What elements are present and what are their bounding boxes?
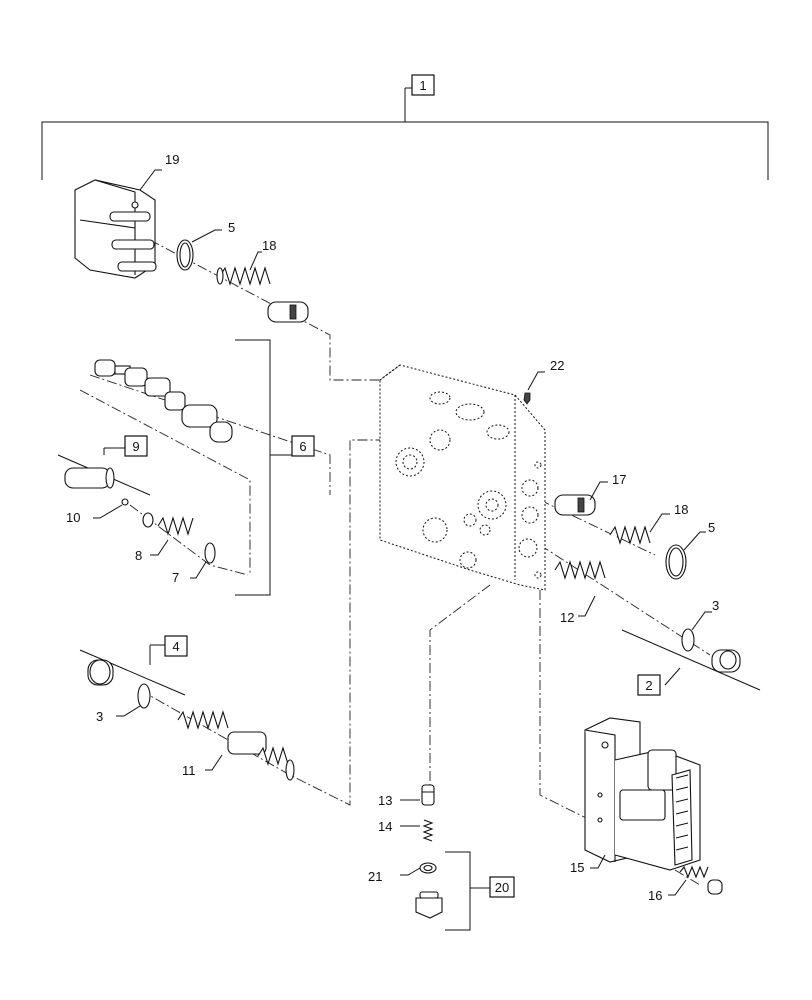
callout-2: 2	[645, 678, 652, 693]
callout-3b: 3	[712, 598, 719, 613]
part-12-spring	[554, 560, 606, 580]
part-6-spool	[94, 359, 233, 443]
callout-group-21: 21	[368, 867, 421, 884]
callout-21: 21	[368, 869, 382, 884]
callout-3a: 3	[96, 709, 103, 724]
part-21-washer	[419, 862, 437, 874]
callout-group-16: 16	[648, 879, 687, 903]
bracket-20: 20	[445, 851, 515, 931]
part-18-spring-right	[609, 525, 651, 545]
bracket-4: 4	[79, 635, 188, 696]
part-18-spring-upper	[216, 266, 271, 286]
part-14-spring	[422, 819, 434, 842]
callout-12: 12	[560, 610, 574, 625]
callout-16: 16	[648, 888, 662, 903]
part-15-solenoid-block	[584, 717, 701, 871]
callout-22: 22	[550, 358, 564, 373]
part-5-oring-upper	[176, 239, 194, 271]
callout-group-7: 7	[172, 561, 207, 585]
part-17-seat	[554, 494, 596, 516]
callout-group-3b: 3	[691, 598, 719, 631]
callout-1: 1	[419, 78, 426, 93]
callout-7: 7	[172, 570, 179, 585]
callout-group-5b: 5	[683, 520, 715, 551]
callout-13: 13	[378, 793, 392, 808]
part-3-oring-right	[681, 628, 695, 652]
bracket-2: 2	[621, 629, 761, 696]
callout-6: 6	[299, 439, 306, 454]
callout-group-13: 13	[378, 793, 420, 808]
part-2-plug	[711, 649, 741, 673]
part-8-spring	[142, 512, 194, 536]
callout-15: 15	[570, 860, 584, 875]
callout-group-17: 17	[589, 472, 626, 501]
part-20-plug	[415, 891, 443, 919]
callout-18b: 18	[674, 502, 688, 517]
callout-5b: 5	[708, 520, 715, 535]
callout-19: 19	[165, 152, 179, 167]
callout-18a: 18	[262, 238, 276, 253]
callout-group-19: 19	[139, 152, 179, 191]
spring-seat-upper	[267, 301, 309, 323]
callout-group-11: 11	[182, 754, 223, 778]
callout-4: 4	[172, 639, 179, 654]
callout-group-8: 8	[135, 539, 169, 563]
callout-group-15: 15	[570, 854, 606, 875]
callout-group-3a: 3	[96, 705, 141, 724]
part-5-oring-right	[665, 544, 687, 580]
callout-14: 14	[378, 819, 392, 834]
part-16-screw	[679, 865, 723, 895]
part-13-poppet	[421, 784, 435, 806]
part-19-end-cap	[74, 179, 157, 279]
part-10-ball	[121, 498, 129, 506]
callout-group-10: 10	[66, 504, 123, 525]
valve-housing	[379, 364, 546, 591]
assembly-bracket-1: 1	[41, 74, 769, 180]
part-9-piston	[64, 467, 115, 489]
callout-8: 8	[135, 548, 142, 563]
part-7-retainer	[204, 542, 216, 564]
callout-group-22: 22	[527, 358, 564, 391]
part-3-oring-left	[137, 683, 151, 709]
callout-10: 10	[66, 510, 80, 525]
callout-17: 17	[612, 472, 626, 487]
callout-9: 9	[132, 439, 139, 454]
callout-5a: 5	[228, 220, 235, 235]
callout-20: 20	[495, 880, 509, 895]
callout-group-12: 12	[560, 595, 596, 625]
callout-group-18a: 18	[249, 238, 276, 271]
part-22-plug	[523, 392, 531, 405]
callout-11: 11	[182, 763, 196, 778]
part-11-spool	[177, 710, 295, 781]
callout-group-18b: 18	[649, 502, 688, 533]
bracket-6: 6	[235, 339, 315, 596]
part-4-plug	[87, 659, 114, 686]
callout-group-14: 14	[378, 819, 420, 834]
callout-group-5a: 5	[191, 220, 235, 243]
